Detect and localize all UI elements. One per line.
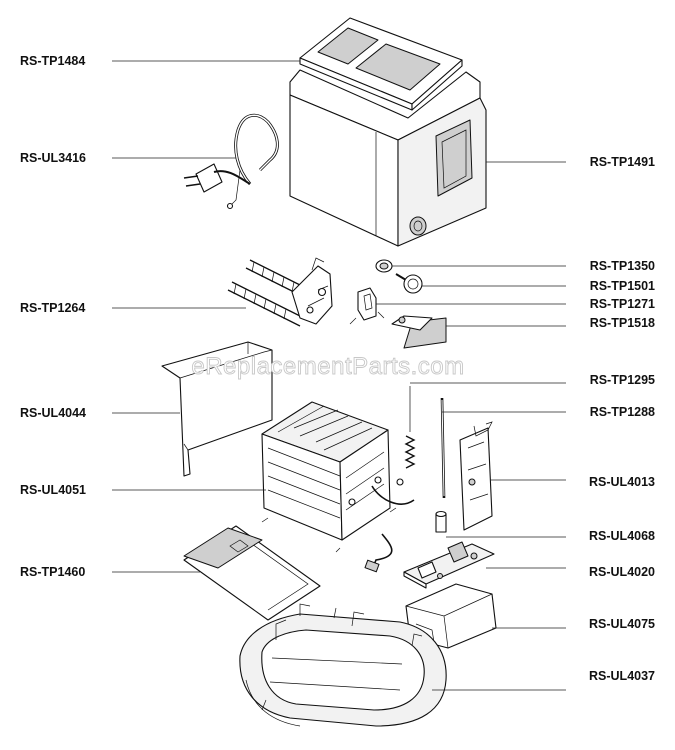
rod-bushing-drawing[interactable] [435,510,447,533]
label-rod-bushing[interactable]: RS-UL4068 [589,529,655,543]
base-drawing[interactable] [239,603,447,727]
label-switch-bracket[interactable]: RS-TP1271 [590,297,655,311]
label-heating-chassis[interactable]: RS-UL4051 [20,483,86,497]
guide-rod-drawing[interactable] [440,397,446,499]
label-spring[interactable]: RS-TP1295 [590,373,655,387]
label-bread-rack[interactable]: RS-TP1264 [20,301,85,315]
label-guide-rod[interactable]: RS-TP1288 [590,405,655,419]
lever-handle-drawing[interactable] [391,315,447,349]
control-board-drawing[interactable] [403,541,495,589]
label-crumb-tray[interactable]: RS-TP1460 [20,565,85,579]
knob-bushing-drawing[interactable] [375,259,393,273]
spring-drawing[interactable] [404,386,416,469]
crumb-tray-drawing[interactable] [183,525,321,621]
bread-rack-drawing[interactable] [227,257,333,327]
power-cord-drawing[interactable] [183,113,279,210]
side-shield-drawing[interactable] [161,341,273,477]
label-browning-knob[interactable]: RS-TP1501 [590,279,655,293]
label-lever-handle[interactable]: RS-TP1518 [590,316,655,330]
label-board-cover[interactable]: RS-UL4075 [589,617,655,631]
switch-bracket-drawing[interactable] [349,287,385,325]
label-switch-plate[interactable]: RS-UL4013 [589,475,655,489]
label-side-shield[interactable]: RS-UL4044 [20,406,86,420]
watermark-text: eReplacementParts.com [191,353,464,380]
browning-knob-drawing[interactable] [395,273,423,294]
housing-drawing[interactable] [289,69,487,247]
leader-lines [112,60,566,691]
part-labels: RS-TP1484 RS-UL3416 RS-TP1491 RS-TP1350 … [20,54,655,683]
label-control-board[interactable]: RS-UL4020 [589,565,655,579]
switch-plate-drawing[interactable] [459,421,493,531]
label-power-cord[interactable]: RS-UL3416 [20,151,86,165]
label-top-cover[interactable]: RS-TP1484 [20,54,85,68]
heating-chassis-drawing[interactable] [261,401,415,573]
top-cover-drawing[interactable] [299,17,463,111]
label-base[interactable]: RS-UL4037 [589,669,655,683]
label-knob-bushing[interactable]: RS-TP1350 [590,259,655,273]
label-housing[interactable]: RS-TP1491 [590,155,655,169]
